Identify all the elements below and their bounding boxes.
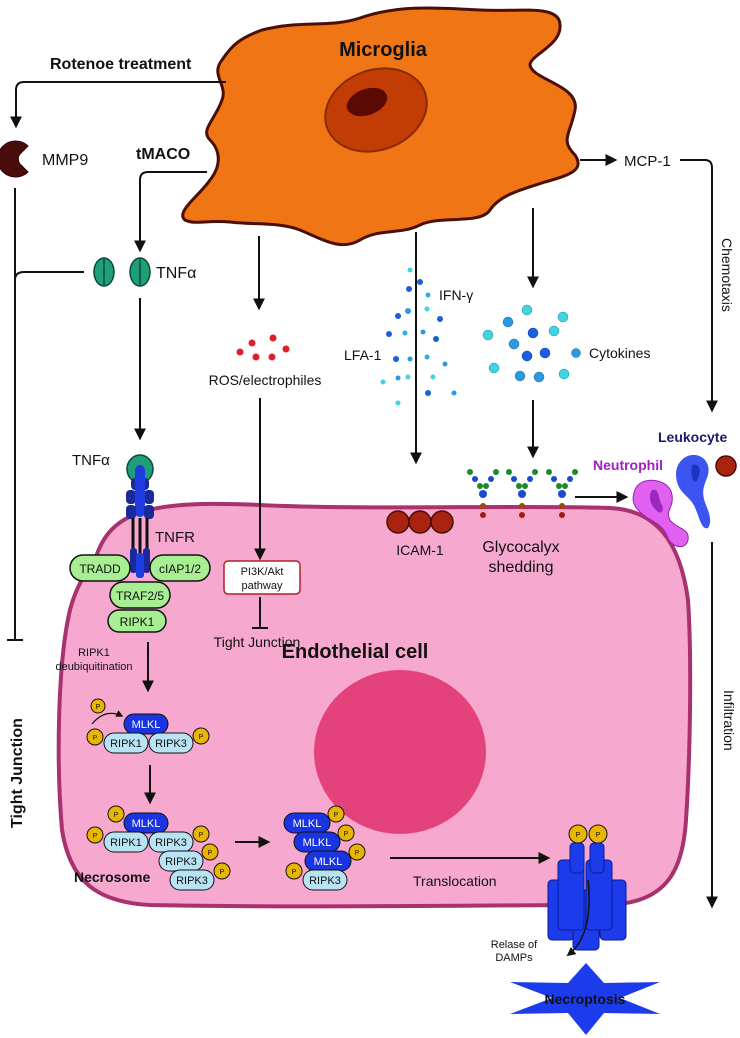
svg-text:pathway: pathway	[242, 580, 283, 592]
neutrophil-label: Neutrophil	[593, 457, 663, 473]
svg-text:PI3K/Akt: PI3K/Akt	[241, 566, 284, 578]
mmp9-label: MMP9	[42, 152, 88, 169]
pi3k-akt-box: PI3K/Akt pathway	[223, 560, 301, 595]
svg-text:RIPK1: RIPK1	[110, 738, 142, 750]
endothelial-cell-label: Endothelial cell	[282, 641, 429, 663]
ros-particles-icon	[236, 334, 290, 361]
traf-protein: TRAF2/5	[109, 581, 171, 609]
svg-text:P: P	[344, 831, 349, 838]
svg-text:P: P	[93, 833, 98, 840]
glycocalyx-label-2: shedding	[489, 559, 554, 576]
damps-release-arrow	[566, 879, 590, 957]
tnfr-receptor-icon	[126, 454, 154, 578]
necrosome-complex: P MLKL RIPK1 RIPK3 P P RIPK3 P RIPK3 P	[86, 805, 231, 891]
svg-text:P: P	[292, 869, 297, 876]
mlkl-pore-icon: P P	[547, 824, 627, 951]
tnfa-label: TNFα	[156, 265, 196, 282]
tnfa-trimer-icon-2	[129, 257, 151, 287]
release-label-2: DAMPs	[495, 952, 533, 964]
mmp9-icon	[0, 140, 29, 178]
svg-text:TRAF2/5: TRAF2/5	[116, 589, 164, 603]
cytokines-label: Cytokines	[589, 345, 650, 361]
microglia-label: Microglia	[339, 39, 428, 61]
tight-junction-inner-label: Tight Junction	[214, 634, 301, 650]
icam1-label: ICAM-1	[396, 542, 444, 558]
necrosome-label: Necrosome	[74, 869, 150, 885]
ripk1-deub-label-2: deubiquitination	[55, 661, 132, 673]
necroptosis-star-icon	[510, 963, 660, 1035]
tmaco-arrow	[134, 171, 207, 253]
svg-text:MLKL: MLKL	[132, 719, 161, 731]
svg-text:RIPK3: RIPK3	[176, 875, 208, 887]
ripk1-protein: RIPK1	[107, 609, 167, 633]
tnfr-label: TNFR	[155, 529, 195, 546]
rotenone-label: Rotenoe treatment	[50, 56, 192, 73]
infiltration-label: Infiltration	[721, 690, 737, 751]
svg-text:P: P	[355, 850, 360, 857]
mlkl-ripk-complex-1: P MLKL RIPK1 RIPK3 P P	[86, 698, 210, 754]
svg-text:P: P	[199, 832, 204, 839]
svg-text:TRADD: TRADD	[79, 562, 121, 576]
svg-text:P: P	[96, 704, 101, 711]
svg-text:RIPK3: RIPK3	[155, 837, 187, 849]
svg-text:RIPK3: RIPK3	[165, 856, 197, 868]
leukocyte-icon	[676, 454, 737, 529]
svg-text:RIPK1: RIPK1	[120, 615, 155, 629]
tradd-protein: TRADD	[69, 554, 131, 582]
glycocalyx-label-1: Glycocalyx	[482, 539, 559, 556]
endothelial-nucleus	[314, 670, 486, 834]
rotenone-arrow	[10, 81, 226, 129]
neutrophil-icon	[632, 480, 689, 547]
glycocalyx-icon	[467, 469, 578, 518]
svg-text:P: P	[208, 850, 213, 857]
svg-text:MLKL: MLKL	[303, 837, 332, 849]
svg-text:P: P	[334, 812, 339, 819]
necroptosis-label: Necroptosis	[545, 991, 626, 1007]
svg-text:MLKL: MLKL	[293, 818, 322, 830]
svg-text:RIPK3: RIPK3	[155, 738, 187, 750]
svg-text:P: P	[576, 832, 581, 839]
tmaco-label: tMACO	[136, 146, 190, 163]
ripk1-deub-label-1: RIPK1	[78, 647, 110, 659]
ifng-particles-icon	[380, 267, 457, 406]
cytokine-particles-icon	[482, 304, 581, 383]
svg-text:RIPK3: RIPK3	[309, 875, 341, 887]
ros-label: ROS/electrophiles	[209, 372, 322, 388]
ifng-label: IFN-γ	[439, 287, 473, 303]
svg-text:P: P	[93, 735, 98, 742]
tight-junction-left-label: Tight Junction	[9, 718, 26, 828]
svg-text:P: P	[199, 734, 204, 741]
svg-text:cIAP1/2: cIAP1/2	[159, 562, 201, 576]
mlkl-oligomer: MLKL P MLKL P MLKL P RIPK3 P	[283, 805, 366, 891]
svg-text:MLKL: MLKL	[314, 856, 343, 868]
chemotaxis-label: Chemotaxis	[719, 238, 735, 312]
svg-text:RIPK1: RIPK1	[110, 837, 142, 849]
lfa1-label: LFA-1	[344, 347, 382, 363]
release-label-1: Relase of	[491, 939, 538, 951]
ciap-protein: cIAP1/2	[149, 554, 211, 582]
svg-text:P: P	[220, 869, 225, 876]
tnfa-to-tj-line	[14, 271, 84, 281]
svg-text:P: P	[114, 812, 119, 819]
svg-text:MLKL: MLKL	[132, 818, 161, 830]
icam1-icon	[386, 510, 454, 534]
translocation-label: Translocation	[413, 873, 497, 889]
mcp1-label: MCP-1	[624, 153, 671, 170]
svg-text:P: P	[596, 832, 601, 839]
tnfa-trimer-icon-1	[93, 257, 115, 287]
tnfa-ligand-label: TNFα	[72, 452, 110, 469]
microglia-nucleolus	[346, 87, 388, 117]
chemotaxis-arrow	[680, 159, 718, 413]
leukocyte-label: Leukocyte	[658, 429, 727, 445]
